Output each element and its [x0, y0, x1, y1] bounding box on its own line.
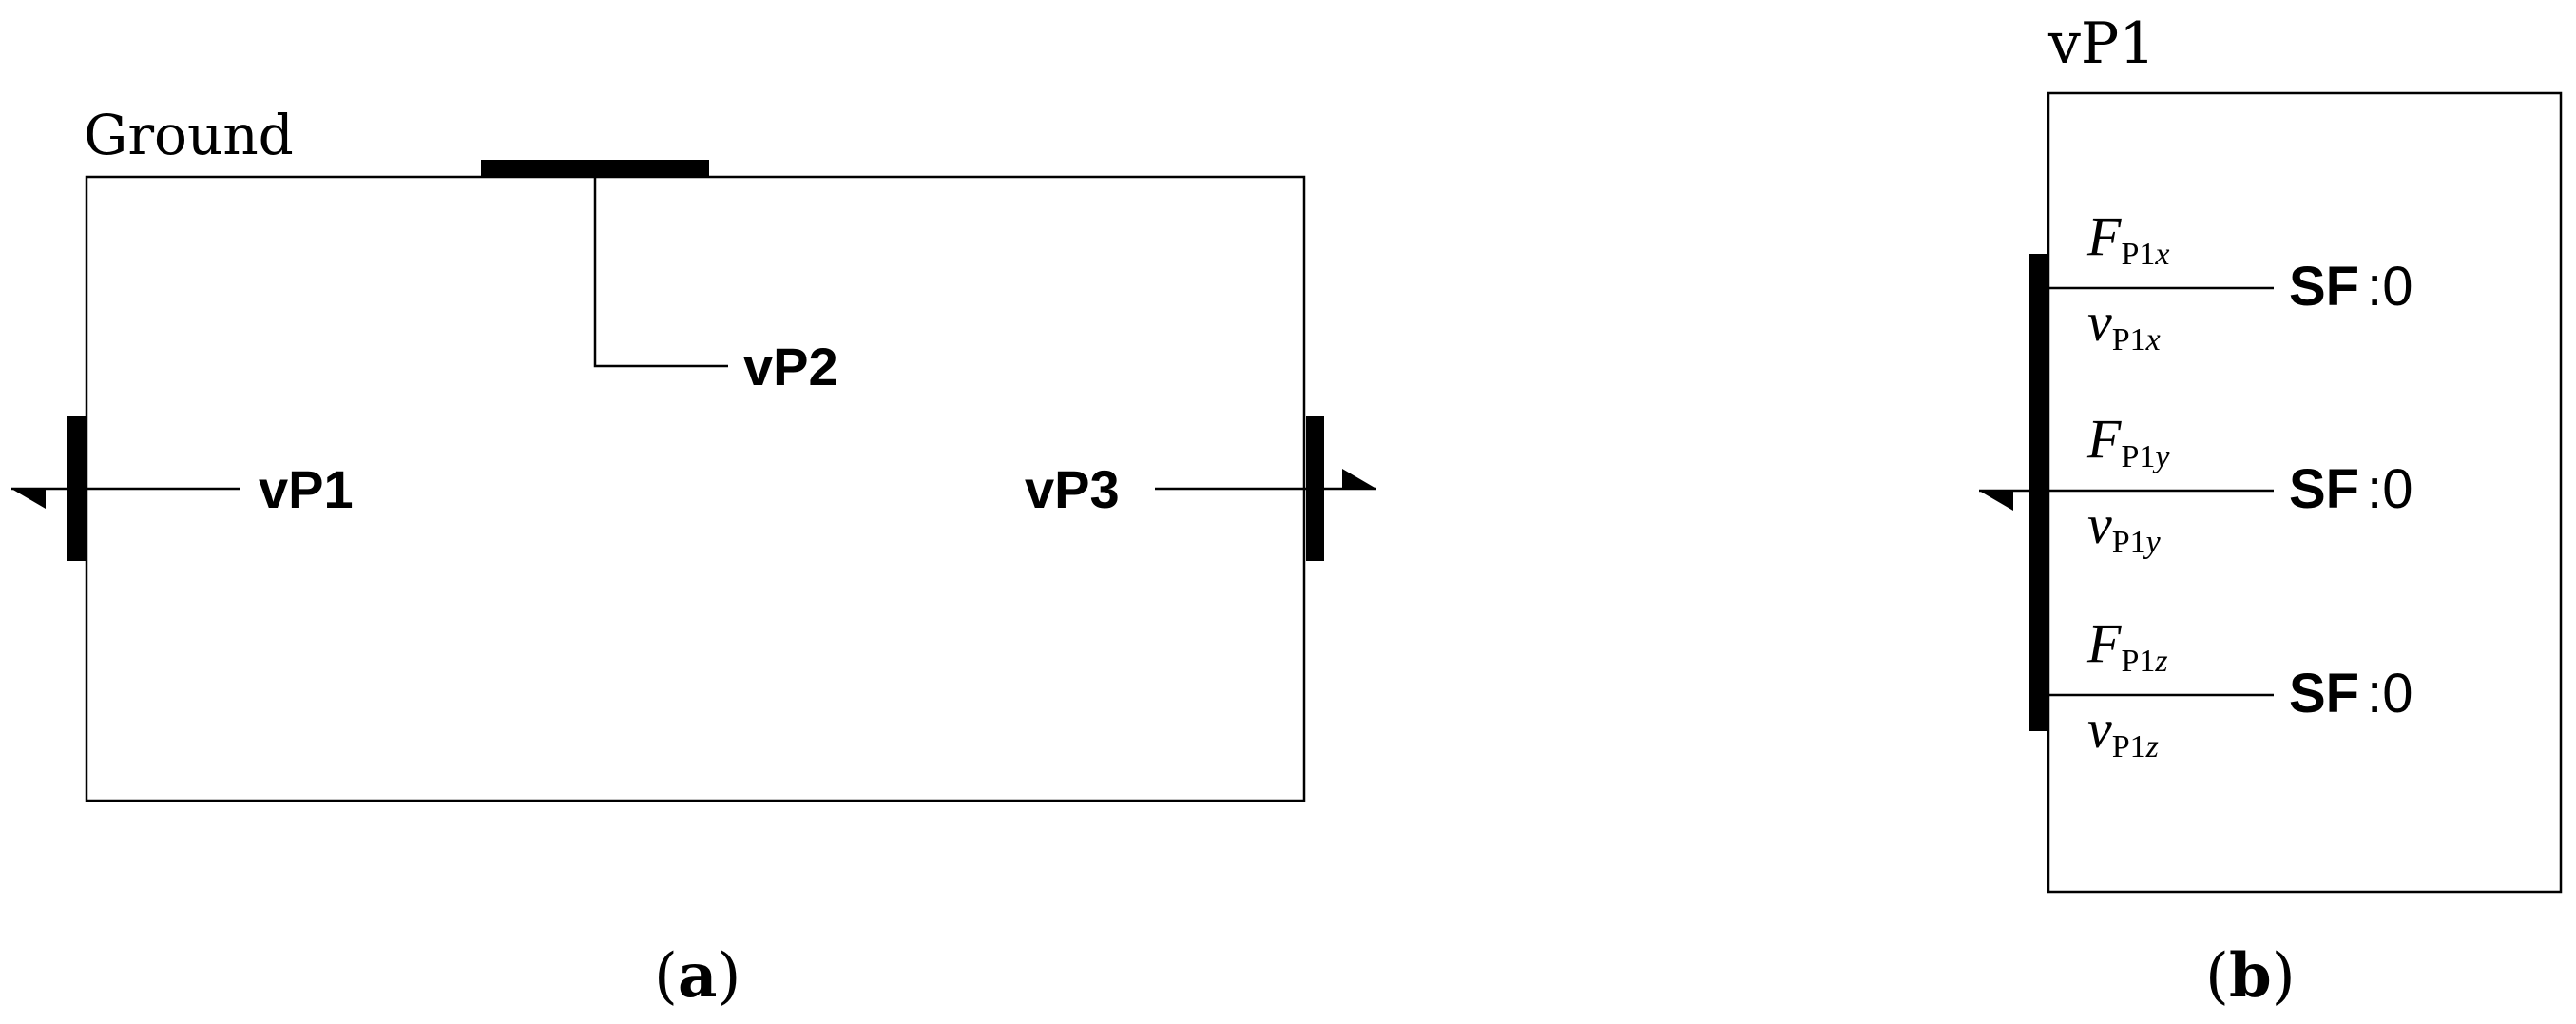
vp3-label: vP3 [1025, 459, 1120, 519]
panel-b: vP1 FP1x vP1x SF:0 FP1y vP1y SF:0 FP1z v… [1979, 10, 2563, 1012]
vp2-connector-line [593, 177, 728, 368]
vp2-label: vP2 [743, 337, 838, 396]
vp1-label: vP1 [259, 459, 354, 519]
vp3-half-arrow-icon [1342, 469, 1376, 489]
source-flow-y[interactable]: SF:0 [2289, 458, 2413, 520]
caption-a: (a) [654, 940, 740, 1012]
vp1-inner-half-arrow-icon [1979, 491, 2013, 511]
force-label-y: FP1y [2086, 408, 2170, 474]
panel-a: Ground vP2 vP1 vP3 (a) [11, 103, 1376, 1012]
bond-row-z: FP1z vP1z SF:0 [2048, 612, 2413, 764]
vp1-block-title: vP1 [2047, 10, 2155, 77]
vp1-block[interactable] [2047, 91, 2563, 894]
source-flow-x[interactable]: SF:0 [2289, 256, 2413, 318]
ground-label: Ground [84, 103, 294, 167]
velocity-label-z: vP1z [2087, 698, 2159, 764]
force-label-x: FP1x [2086, 205, 2169, 272]
velocity-label-y: vP1y [2087, 493, 2162, 560]
source-flow-z[interactable]: SF:0 [2289, 663, 2413, 725]
vp1-half-arrow-icon [11, 489, 46, 509]
vp2-port-bar[interactable] [481, 160, 709, 176]
bond-row-y: FP1y vP1y SF:0 [2048, 408, 2413, 560]
velocity-label-x: vP1x [2087, 291, 2161, 357]
caption-b: (b) [2205, 940, 2296, 1012]
bond-row-x: FP1x vP1x SF:0 [2048, 205, 2413, 357]
vp1-inner-port-bar[interactable] [2029, 254, 2047, 731]
force-label-z: FP1z [2086, 612, 2168, 679]
